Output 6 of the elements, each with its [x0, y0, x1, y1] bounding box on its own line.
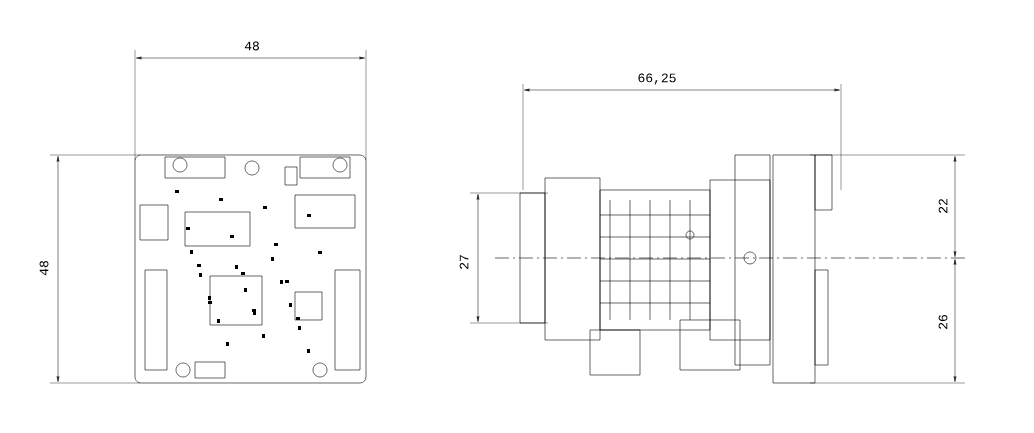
dimension-text: 66,25 [638, 73, 676, 85]
dimension-text: 48 [244, 41, 259, 51]
dimension-text: 26 [938, 315, 948, 329]
dimension-text: 48 [39, 261, 49, 276]
dimension-text: 22 [938, 199, 948, 213]
dimension-text: 27 [459, 255, 469, 269]
